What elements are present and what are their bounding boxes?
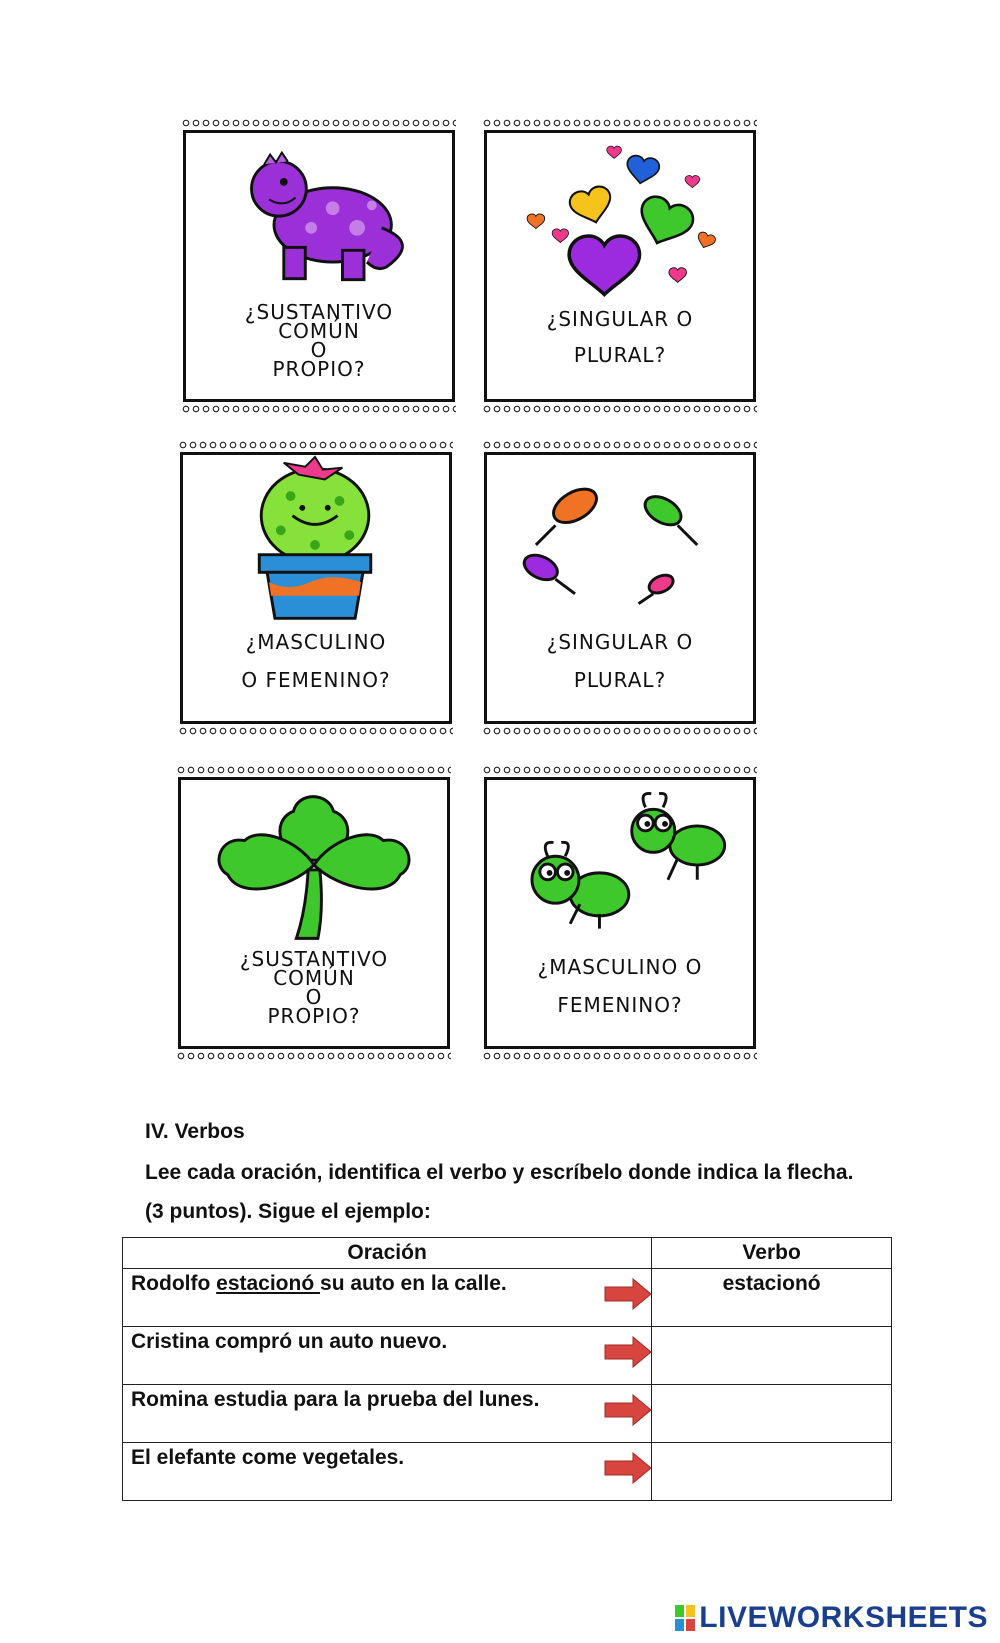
red-arrow-icon <box>604 1451 652 1485</box>
sentence-cell: Romina estudia para la prueba del lunes. <box>121 1384 653 1443</box>
table-row: El elefante come vegetales. <box>121 1442 892 1501</box>
verb-answer-input[interactable] <box>651 1326 892 1385</box>
card-question: ¿SINGULAR O PLURAL? <box>546 630 694 692</box>
card-clover: ¿SUSTANTIVO COMÚN O PROPIO? <box>177 766 451 1060</box>
card-ants: ¿MASCULINO O FEMENINO? <box>483 766 757 1060</box>
verb-answer-input[interactable] <box>651 1442 892 1501</box>
red-arrow-icon <box>604 1277 652 1311</box>
verb-answer-cell: estacionó <box>651 1268 892 1327</box>
table-row: Romina estudia para la prueba del lunes. <box>121 1384 892 1443</box>
card-dinosaur: ¿SUSTANTIVO COMÚN O PROPIO? <box>182 119 456 413</box>
column-header-verb: Verbo <box>651 1237 892 1269</box>
sentence-cell: Rodolfo estacionó su auto en la calle. <box>121 1268 653 1327</box>
ants-illustration <box>530 791 727 929</box>
card-cactus: ¿MASCULINO O FEMENINO? <box>179 441 453 735</box>
section-instructions: Lee cada oración, identifica el verbo y … <box>145 1161 854 1223</box>
card-question: ¿MASCULINO O FEMENINO? <box>241 630 391 692</box>
table-row-example: Rodolfo estacionó su auto en la calle. e… <box>121 1268 892 1327</box>
column-header-sentence: Oración <box>121 1237 653 1269</box>
card-hearts: ¿SINGULAR O PLURAL? <box>483 119 757 413</box>
verbs-table: Oración Verbo Rodolfo estacionó su auto … <box>121 1237 892 1501</box>
section-title: IV. Verbos <box>145 1120 245 1143</box>
table-header-row: Oración Verbo <box>121 1237 892 1269</box>
liveworksheets-icon <box>675 1605 696 1631</box>
card-question: ¿MASCULINO O FEMENINO? <box>537 955 703 1017</box>
pushpins-illustration <box>522 487 699 605</box>
red-arrow-icon <box>604 1393 652 1427</box>
table-row: Cristina compró un auto nuevo. <box>121 1326 892 1385</box>
red-arrow-icon <box>604 1335 652 1369</box>
liveworksheets-logo: LIVEWORKSHEETS <box>675 1601 988 1635</box>
card-pushpins: ¿SINGULAR O PLURAL? <box>483 441 757 735</box>
verb-answer-input[interactable] <box>651 1384 892 1443</box>
cactus-illustration <box>257 455 373 620</box>
clover-illustration <box>217 795 411 940</box>
card-question: ¿SUSTANTIVO COMÚN O PROPIO? <box>239 947 389 1028</box>
hearts-illustration <box>526 145 718 297</box>
underlined-verb: estacionó <box>216 1272 321 1295</box>
brand-name: LIVEWORKSHEETS <box>699 1601 988 1634</box>
card-question: ¿SINGULAR O PLURAL? <box>546 307 694 367</box>
dinosaur-illustration <box>250 150 404 282</box>
sentence-cell: El elefante come vegetales. <box>121 1442 653 1501</box>
sentence-cell: Cristina compró un auto nuevo. <box>121 1326 653 1385</box>
card-question: ¿SUSTANTIVO COMÚN O PROPIO? <box>244 300 394 381</box>
